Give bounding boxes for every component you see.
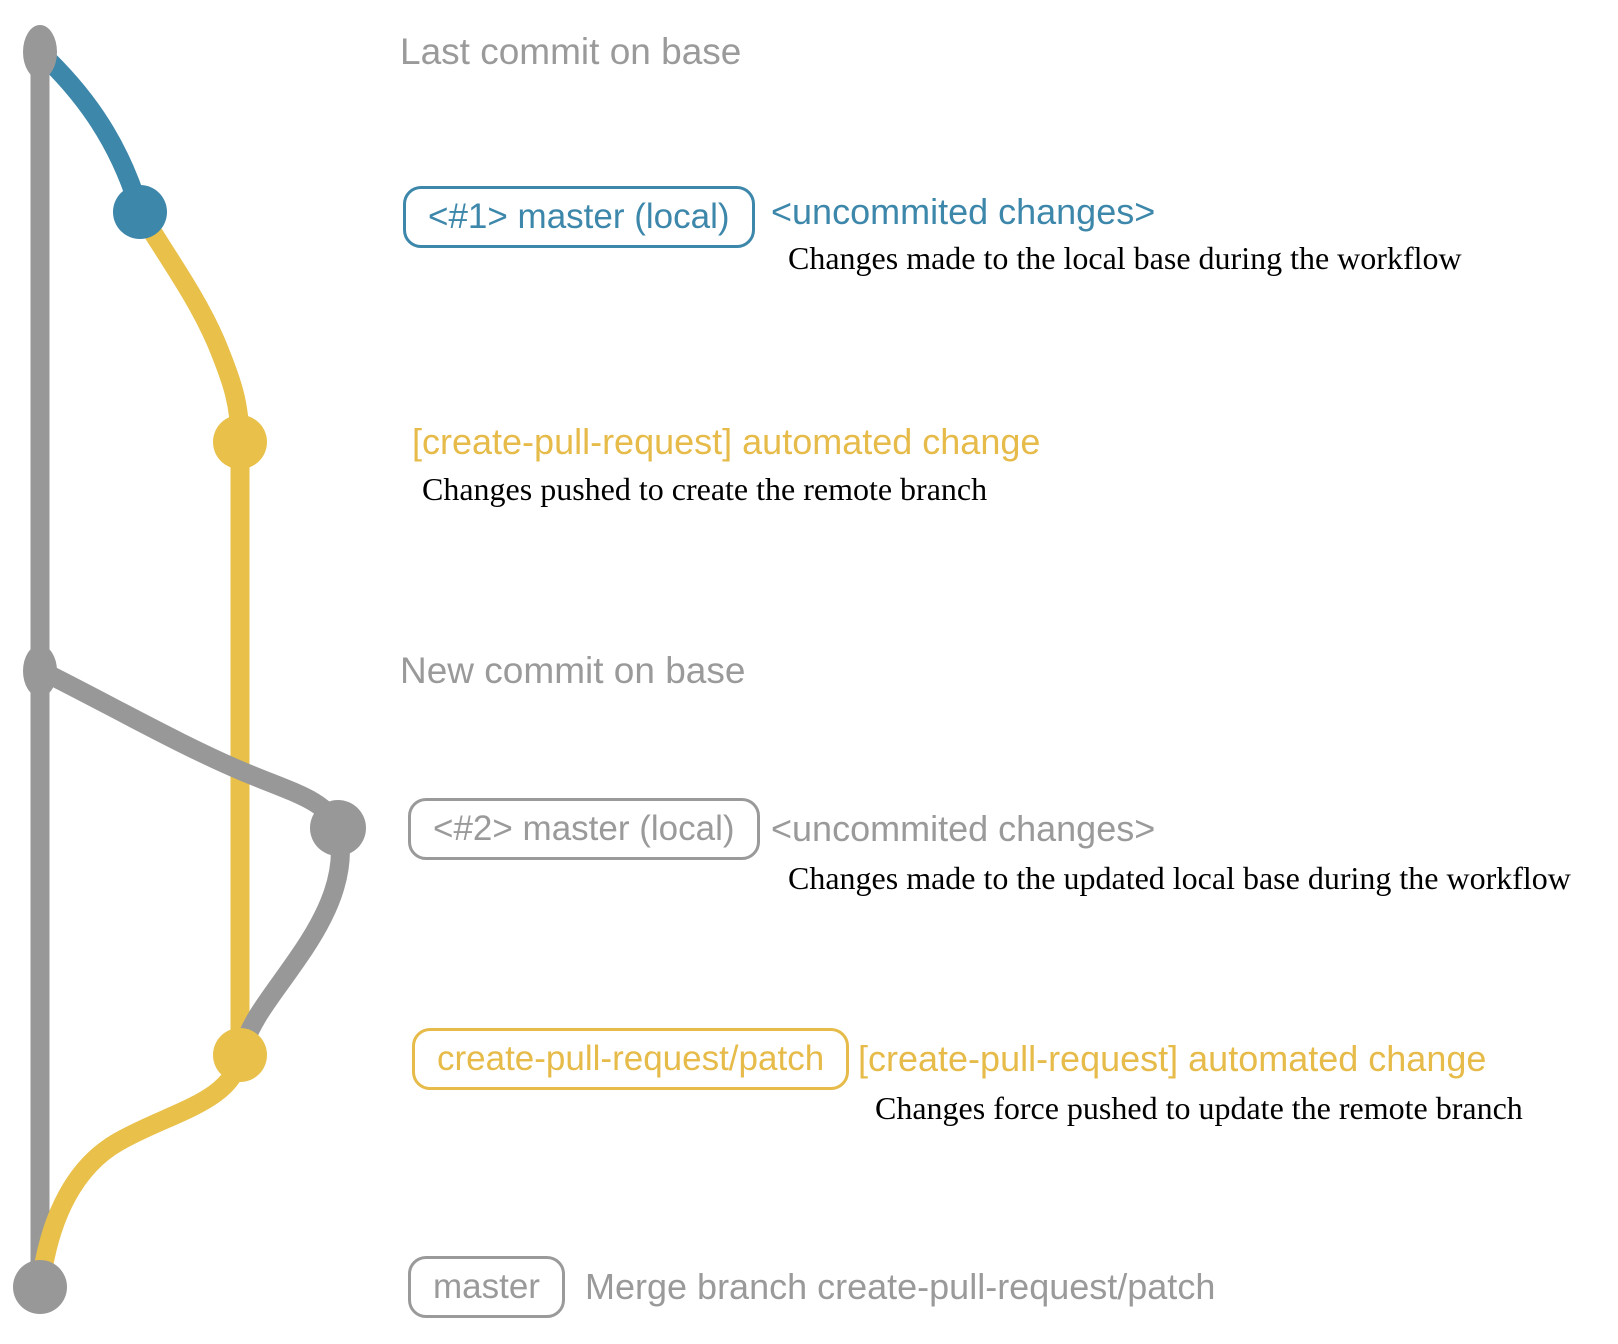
commit-node-patch-2 [213, 1028, 267, 1082]
branch-badge-master: master [408, 1256, 565, 1318]
branch-badge-master-local-1: <#1> master (local) [403, 186, 755, 248]
caption-last-commit-on-base: Last commit on base [400, 31, 742, 72]
commit-message-automated-change-2: [create-pull-request] automated change [858, 1038, 1487, 1079]
local-master-branch-line [30, 42, 150, 222]
branch-badge-master-local-2: <#2> master (local) [408, 798, 760, 860]
commit-node-new-base [23, 645, 57, 697]
description-updated-local-base-changes: Changes made to the updated local base d… [788, 860, 1571, 896]
commit-message-merge-branch: Merge branch create-pull-request/patch [585, 1266, 1216, 1307]
git-graph [13, 25, 366, 1314]
description-force-pushed-update: Changes force pushed to update the remot… [875, 1090, 1523, 1126]
commit-node-patch-1 [213, 415, 267, 469]
description-local-base-changes: Changes made to the local base during th… [788, 240, 1462, 276]
updated-local-master-line [30, 660, 348, 838]
description-pushed-to-create-branch: Changes pushed to create the remote bran… [422, 471, 988, 507]
patch-merge-line [31, 1045, 250, 1292]
annotation-uncommited-changes-1: <uncommited changes> [771, 191, 1156, 232]
patch-branch-line [130, 202, 250, 1065]
commit-node-last-base [23, 25, 57, 79]
commit-node-local-master-1 [113, 185, 167, 239]
annotation-uncommited-changes-2: <uncommited changes> [771, 808, 1156, 849]
caption-new-commit-on-base: New commit on base [400, 650, 746, 691]
commit-node-merge [13, 1260, 67, 1314]
force-push-line [233, 818, 350, 1058]
commit-message-automated-change-1: [create-pull-request] automated change [412, 421, 1041, 462]
commit-node-local-master-2 [310, 800, 366, 856]
branch-badge-create-pull-request-patch: create-pull-request/patch [412, 1028, 850, 1090]
